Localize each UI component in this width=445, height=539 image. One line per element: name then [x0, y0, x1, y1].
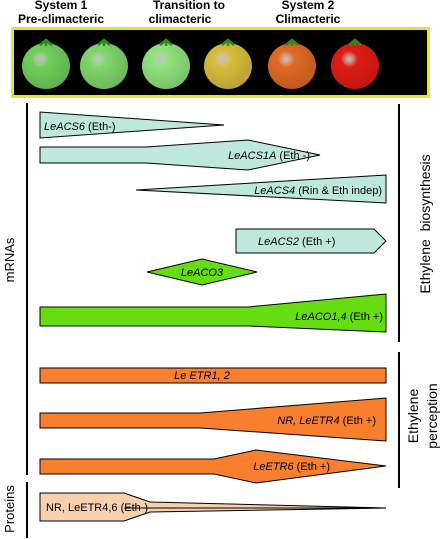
mrnas-label: mRNAs [2, 237, 17, 282]
tomato-3 [142, 43, 190, 89]
tomato-2 [80, 43, 128, 89]
bar-leetr12: Le ETR1, 2 [39, 367, 387, 384]
bar-leacs6-shape [39, 111, 225, 139]
bar-leetr6: LeETR6 (Eth +) [39, 449, 387, 484]
tomato-stem-5 [285, 38, 299, 46]
tomato-stem-1 [39, 38, 53, 46]
bar-leaco3: LeACO3 [146, 258, 258, 286]
tomato-6 [331, 43, 379, 89]
biosynthesis-label: Ethylene biosynthesis [417, 154, 433, 293]
bar-leaco14-shape [39, 293, 387, 333]
bar-leaco14: LeACO1,4 (Eth +) [39, 293, 387, 333]
tomato-photo [11, 27, 430, 98]
tomato-5 [268, 43, 316, 89]
stage1-subtitle: Pre-climacteric [18, 12, 104, 26]
tomato-stem-2 [97, 38, 111, 46]
bar-leetr6-shape [39, 449, 387, 484]
tomato-stem-6 [348, 38, 362, 46]
bar-nr-leetr4-label: NR, LeETR4 (Eth +) [277, 415, 376, 427]
bar-leacs1a: LeACS1A (Eth -) [39, 139, 321, 171]
bar-leaco14-label: LeACO1,4 (Eth +) [295, 311, 383, 323]
bar-leaco3-shape [146, 258, 258, 286]
tomato-4 [204, 43, 252, 89]
bar-protein-label: NR, LeETR4,6 (Eth-) [46, 502, 148, 514]
bar-leacs6-label: LeACS6 (Eth-) [44, 121, 116, 133]
stage3-subtitle: Climacteric [276, 12, 341, 26]
bar-leacs2-shape [235, 228, 387, 254]
bar-leacs2-label: LeACS2 (Eth +) [258, 236, 335, 248]
bar-leacs4: LeACS4 (Rin & Eth indep) [135, 174, 387, 204]
bar-leacs4-label: LeACS4 (Rin & Eth indep) [254, 185, 382, 197]
stage2-title: Transition to [153, 0, 225, 12]
proteins-label: Proteins [2, 485, 17, 533]
tomato-stem-3 [159, 38, 173, 46]
bar-leetr12-shape [39, 367, 387, 384]
bar-protein-nr-leetr46: NR, LeETR4,6 (Eth-) [39, 492, 387, 522]
bar-nr-leetr4: NR, LeETR4 (Eth +) [39, 397, 387, 442]
bar-leaco3-label: LeACO3 [181, 267, 224, 279]
perception-label-line1: Ethylene [405, 389, 421, 444]
bar-leacs6: LeACS6 (Eth-) [39, 111, 225, 139]
stage1-title: System 1 [35, 0, 88, 12]
tomato-stem-4 [221, 38, 235, 46]
bar-protein-shape [39, 492, 387, 522]
bar-nr-leetr4-shape [39, 397, 387, 442]
bar-leetr12-label: Le ETR1, 2 [174, 370, 230, 382]
bar-leacs1a-shape [39, 139, 321, 171]
perception-label-line2: perception [424, 383, 440, 448]
bar-leacs2: LeACS2 (Eth +) [235, 228, 387, 254]
stage3-title: System 2 [282, 0, 335, 12]
tomato-1 [22, 43, 70, 89]
bar-leacs1a-label: LeACS1A (Eth -) [228, 150, 310, 162]
bar-leacs4-shape [135, 174, 387, 204]
bar-leetr6-label: LeETR6 (Eth +) [253, 461, 330, 473]
stage2-subtitle: climacteric [149, 12, 212, 26]
